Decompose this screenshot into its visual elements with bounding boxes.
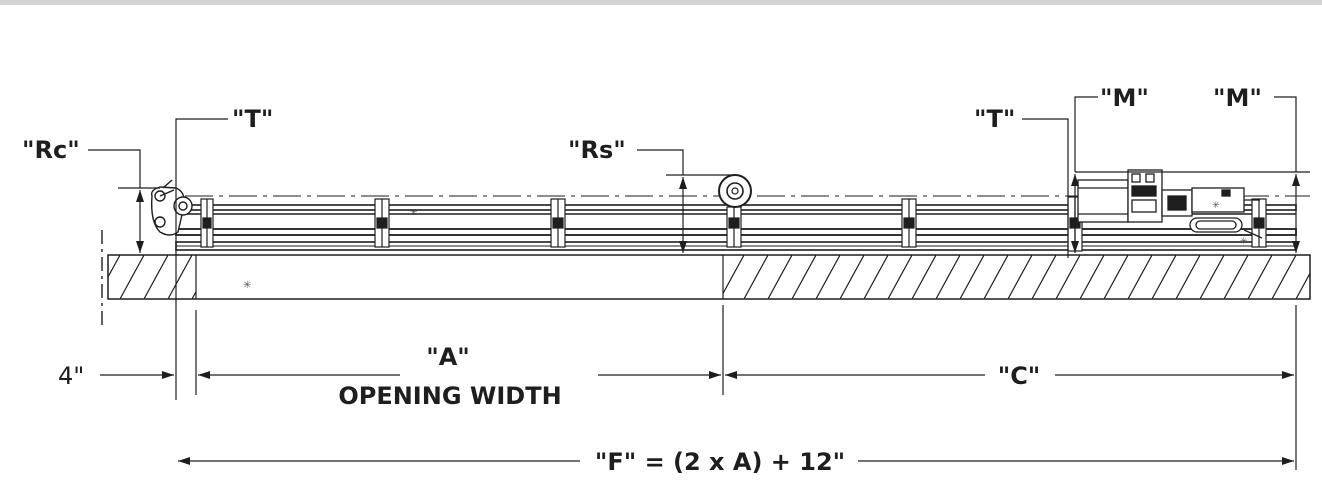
right-footing-hatch	[723, 255, 1310, 299]
a-label: "A"	[426, 343, 470, 371]
c-label: "C"	[998, 362, 1041, 390]
m-left-label: "M"	[1100, 84, 1149, 112]
f-formula-label: "F" = (2 x A) + 12"	[595, 448, 845, 476]
t-right-label: "T"	[974, 105, 1015, 133]
t-right-leader	[1022, 118, 1069, 258]
rs-label: "Rs"	[568, 136, 626, 164]
svg-text:✳: ✳	[1240, 237, 1248, 247]
four-inch-label: 4"	[58, 362, 84, 390]
top-border	[0, 0, 1322, 5]
t-left-leader	[175, 118, 228, 400]
motor-assembly: ✳ ✳	[1077, 169, 1263, 247]
rc-leader	[88, 149, 141, 188]
rc-label: "Rc"	[22, 136, 80, 164]
rs-leader	[637, 149, 684, 175]
svg-text:✳: ✳	[1212, 201, 1220, 211]
rail-brackets	[200, 196, 1267, 252]
left-footing-hatch	[108, 255, 196, 299]
svg-text:✳: ✳	[410, 208, 418, 218]
m-left-leader	[1074, 96, 1098, 172]
svg-text:✳: ✳	[243, 280, 251, 291]
opening-width-label: OPENING WIDTH	[338, 382, 561, 410]
t-left-label: "T"	[232, 105, 273, 133]
support-roller	[718, 174, 752, 208]
foundation-slab: ✳ ✳	[101, 208, 1311, 328]
m-right-leader	[1274, 96, 1297, 172]
m-right-label: "M"	[1213, 84, 1262, 112]
